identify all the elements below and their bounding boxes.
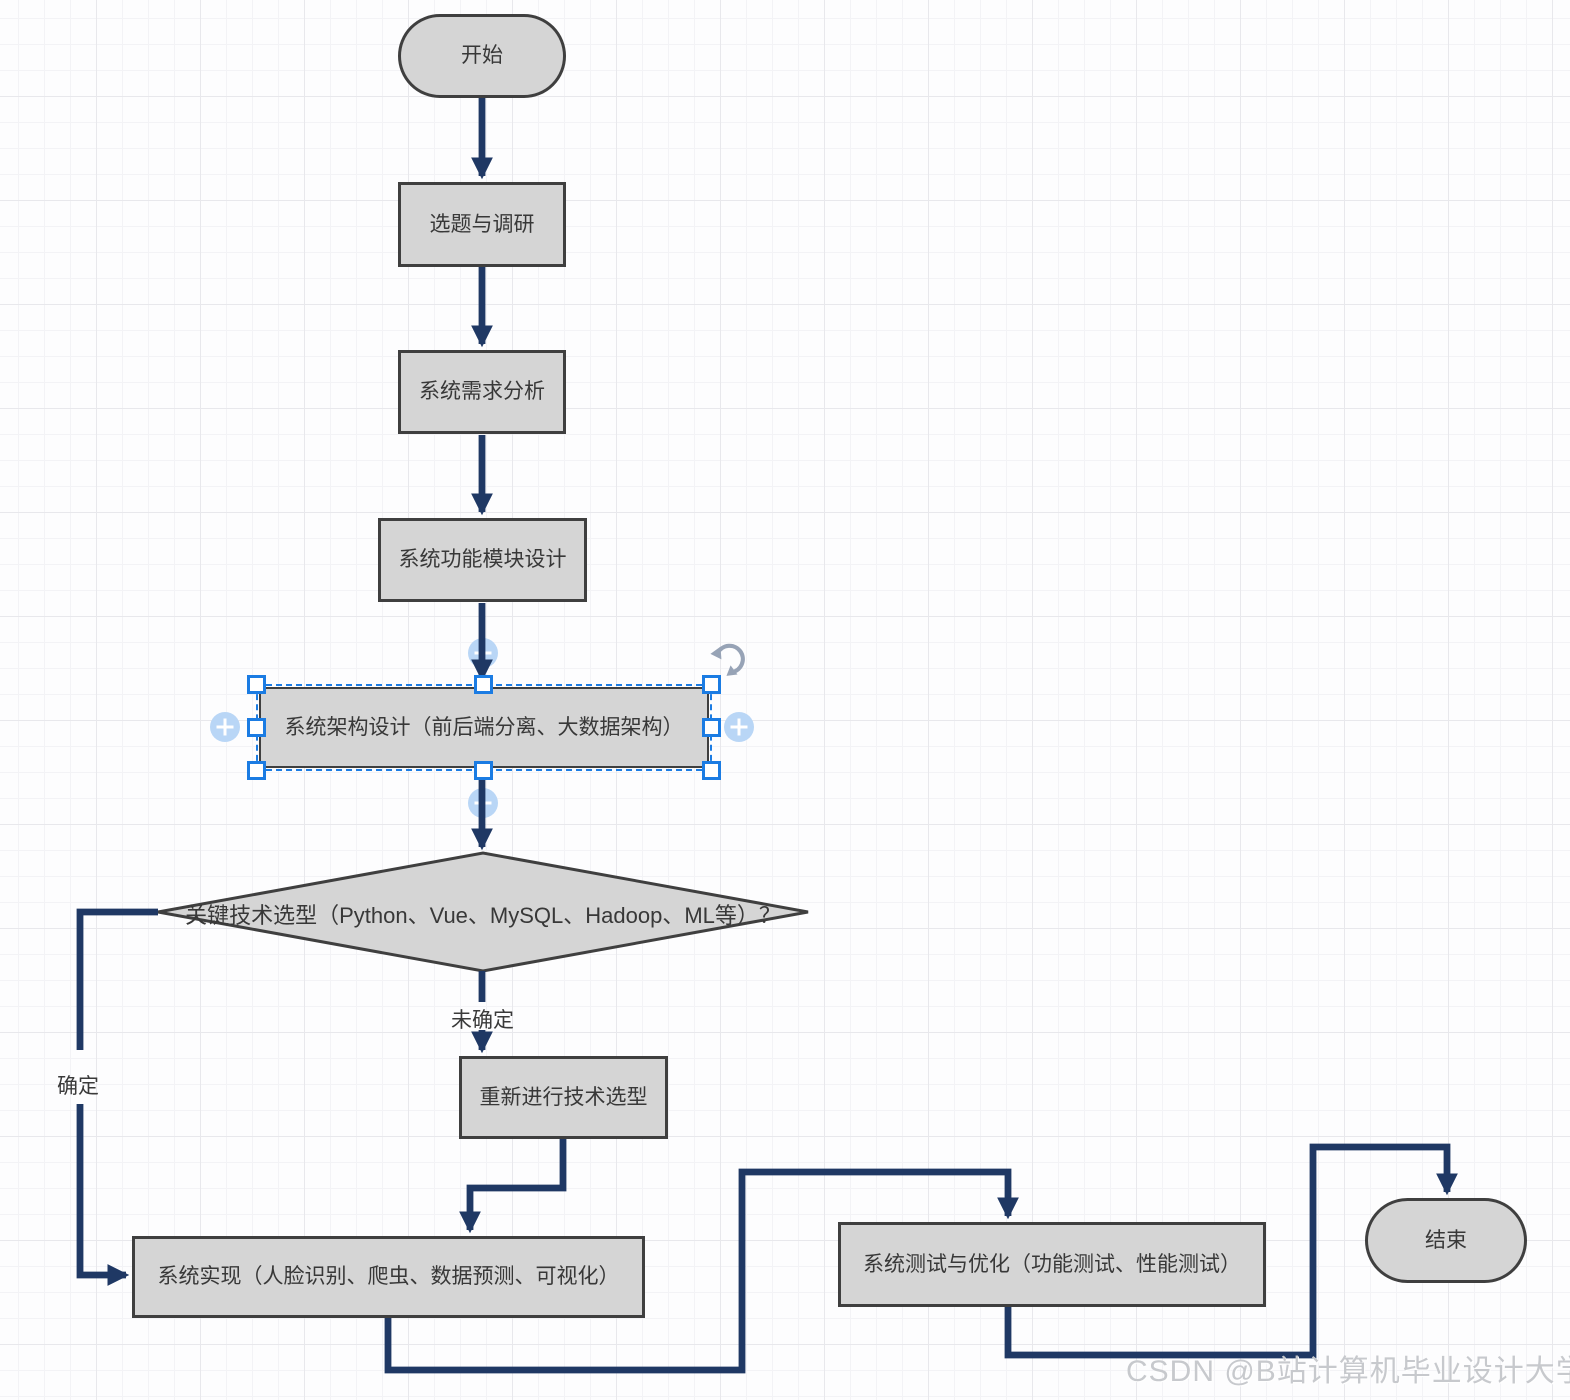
node-implementation[interactable]: 系统实现（人脸识别、爬虫、数据预测、可视化） <box>132 1236 645 1318</box>
node-start-label: 开始 <box>461 44 503 68</box>
edge-label-determined[interactable]: 确定 <box>57 1075 99 1098</box>
resize-handle-top-left[interactable] <box>247 675 266 694</box>
edge-label-undetermined[interactable]: 未确定 <box>451 1009 514 1032</box>
node-topic-research[interactable]: 选题与调研 <box>398 182 566 267</box>
node-end-label: 结束 <box>1425 1228 1467 1252</box>
node-architecture-design[interactable]: 系统架构设计（前后端分离、大数据架构） <box>259 687 709 768</box>
resize-handle-bottom-right[interactable] <box>702 761 721 780</box>
node-tech-decision-shape[interactable] <box>157 851 809 973</box>
csdn-watermark: CSDN @B站计算机毕业设计大学 <box>1126 1355 1570 1388</box>
node-end[interactable]: 结束 <box>1365 1198 1527 1283</box>
node-reselect-tech[interactable]: 重新进行技术选型 <box>459 1056 668 1139</box>
add-direction-left-icon[interactable] <box>210 712 240 742</box>
node-testing[interactable]: 系统测试与优化（功能测试、性能测试） <box>838 1222 1266 1307</box>
resize-handle-top-middle[interactable] <box>474 675 493 694</box>
resize-handle-top-right[interactable] <box>702 675 721 694</box>
node-topic-research-label: 选题与调研 <box>429 212 535 236</box>
resize-handle-bottom-left[interactable] <box>247 761 266 780</box>
node-implementation-label: 系统实现（人脸识别、爬虫、数据预测、可视化） <box>157 1265 620 1289</box>
resize-handle-left-middle[interactable] <box>247 717 266 737</box>
edge-decision-determined-upper[interactable] <box>76 908 158 1050</box>
add-direction-right-icon[interactable] <box>724 712 754 742</box>
edge-implementation-to-testing[interactable] <box>384 1168 1019 1374</box>
selection-outline[interactable] <box>247 675 721 780</box>
node-architecture-design-label: 系统架构设计（前后端分离、大数据架构） <box>284 715 684 739</box>
node-tech-decision-label[interactable]: 关键技术选型（Python、Vue、MySQL、Hadoop、ML等）？ <box>185 903 781 928</box>
node-requirements-analysis[interactable]: 系统需求分析 <box>398 350 566 434</box>
node-module-design[interactable]: 系统功能模块设计 <box>378 518 587 602</box>
rotate-handle-icon[interactable] <box>704 642 748 686</box>
resize-handle-bottom-middle[interactable] <box>474 761 493 780</box>
edge-decision-determined-lower[interactable] <box>76 1104 130 1286</box>
node-module-design-label: 系统功能模块设计 <box>398 548 567 572</box>
node-testing-label: 系统测试与优化（功能测试、性能测试） <box>863 1252 1241 1276</box>
edge-testing-to-end[interactable] <box>1004 1143 1458 1359</box>
node-start[interactable]: 开始 <box>398 14 566 98</box>
node-reselect-tech-label: 重新进行技术选型 <box>479 1085 648 1109</box>
node-requirements-analysis-label: 系统需求分析 <box>419 380 545 404</box>
resize-handle-right-middle[interactable] <box>702 717 721 737</box>
edge-reselect-to-implementation[interactable] <box>459 1139 567 1234</box>
